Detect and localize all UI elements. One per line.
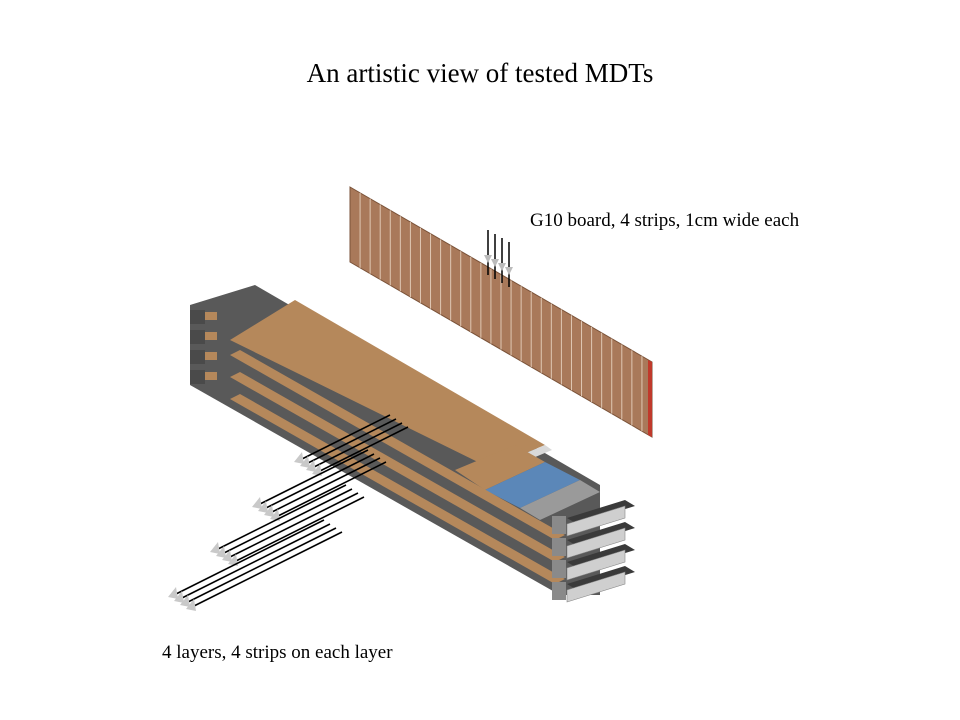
readout-wire — [215, 484, 347, 551]
connector-top — [567, 500, 635, 524]
blue-band — [485, 462, 580, 508]
page-title: An artistic view of tested MDTs — [306, 58, 654, 88]
readout-wire — [275, 461, 387, 518]
left-end-caps — [190, 310, 217, 384]
end-cap-copper — [205, 312, 217, 320]
readout-wires — [168, 414, 409, 611]
connector-block — [552, 560, 566, 578]
readout-arrow — [306, 460, 316, 472]
layer-strip — [230, 372, 565, 562]
readout-wire — [185, 527, 337, 604]
readout-wire — [257, 449, 369, 506]
readout-arrow — [270, 509, 280, 521]
readout-arrow — [168, 587, 178, 599]
connector-block — [552, 538, 566, 556]
connector-face — [566, 571, 626, 603]
readout-arrow — [222, 550, 232, 562]
mdt-chamber-stack — [190, 285, 635, 603]
connector-face — [566, 527, 626, 559]
readout-wire — [305, 418, 397, 465]
layer-copper-strips — [230, 350, 565, 584]
connector-top — [567, 566, 635, 590]
readout-arrow — [180, 595, 190, 607]
end-cap — [190, 370, 205, 384]
connector-top — [567, 522, 635, 546]
readout-wire — [191, 531, 343, 608]
end-cap — [190, 350, 205, 364]
board-label: G10 board, 4 strips, 1cm wide each — [530, 210, 800, 231]
readout-wire — [221, 488, 353, 555]
layer-strip — [230, 394, 565, 584]
board-arrow-head — [491, 259, 499, 267]
top-plate-front — [455, 445, 545, 490]
readout-wire — [317, 426, 409, 473]
end-cap-copper — [205, 372, 217, 380]
front-connectors — [552, 500, 635, 603]
readout-arrow — [174, 591, 184, 603]
layer-strip — [230, 350, 565, 540]
readout-arrow — [264, 505, 274, 517]
g10-board-edge — [648, 360, 652, 437]
top-copper-plate — [230, 300, 545, 468]
board-arrow-head — [505, 267, 513, 275]
connector-block — [552, 516, 566, 534]
end-cap — [190, 330, 205, 344]
readout-wire — [299, 414, 391, 461]
readout-arrow — [258, 501, 268, 513]
readout-arrow — [228, 554, 238, 566]
layers-label: 4 layers, 4 strips on each layer — [162, 642, 393, 663]
readout-arrow — [294, 452, 304, 464]
g10-board-strip-lines — [359, 192, 643, 432]
end-cap-copper — [205, 332, 217, 340]
g10-board — [349, 186, 653, 438]
board-arrow-head — [498, 263, 506, 271]
connector-face — [566, 549, 626, 581]
readout-arrow — [216, 546, 226, 558]
readout-wire — [173, 519, 325, 596]
readout-arrow — [210, 542, 220, 554]
board-arrow-head — [484, 255, 492, 263]
end-cap-copper — [205, 352, 217, 360]
readout-arrow — [252, 497, 262, 509]
readout-wire — [263, 453, 375, 510]
readout-arrow — [312, 464, 322, 476]
readout-wire — [233, 496, 365, 563]
readout-wire — [227, 492, 359, 559]
readout-arrow — [186, 599, 196, 611]
connector-block — [552, 582, 566, 600]
readout-wire — [179, 523, 331, 600]
gray-band — [520, 480, 600, 520]
readout-wire — [311, 422, 403, 469]
readout-arrow — [300, 456, 310, 468]
readout-wire — [269, 457, 381, 514]
connector-top — [567, 544, 635, 568]
board-readout-arrows — [484, 230, 513, 287]
end-cap — [190, 310, 205, 324]
connector-face — [566, 505, 626, 537]
